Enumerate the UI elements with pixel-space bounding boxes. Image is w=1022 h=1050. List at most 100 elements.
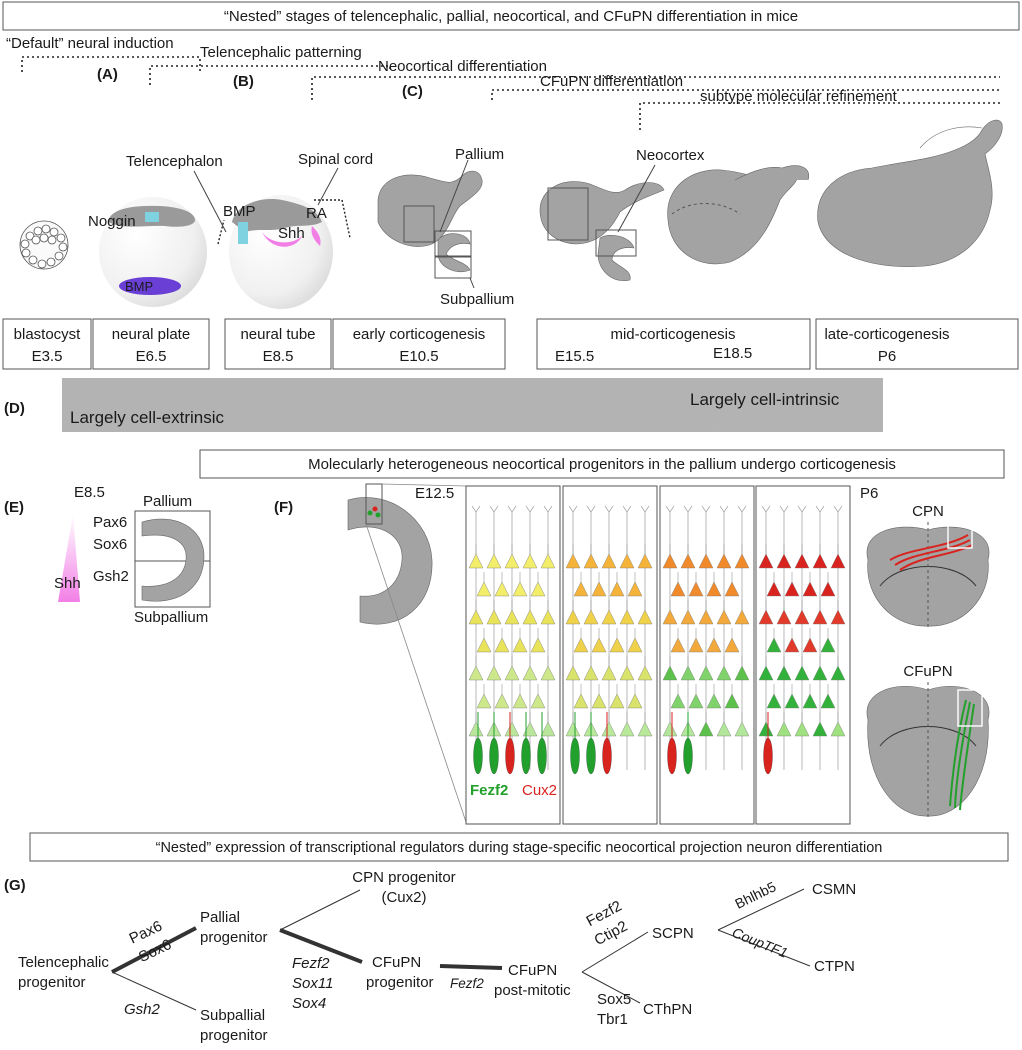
stage-name-3: early corticogenesis — [353, 326, 486, 343]
tree-fezf2-b: Fezf2 — [450, 976, 484, 991]
extrinsic-label: Largely cell-extrinsic — [70, 408, 224, 427]
intrinsic-wedge — [210, 378, 883, 432]
header-title: “Nested” stages of telencephalic, pallia… — [224, 8, 798, 25]
tree-sox11: Sox11 — [292, 975, 333, 992]
tree-subpallial-2: progenitor — [200, 1027, 268, 1044]
stage-boxes — [2, 318, 1019, 370]
stage-age-3: E10.5 — [399, 348, 438, 365]
bmp-tube-label: BMP — [223, 203, 256, 220]
panel-e-pallium: Pallium — [143, 493, 192, 510]
cortex-panel — [562, 485, 658, 825]
cux2-label: Cux2 — [522, 782, 557, 799]
bmp-plate-label: BMP — [125, 279, 153, 294]
label-d: (D) — [4, 400, 25, 417]
label-c: (C) — [402, 83, 423, 100]
zoom-line-1 — [365, 523, 467, 823]
panel-f-p6: P6 — [860, 485, 878, 502]
e15-boxes — [547, 187, 637, 257]
neural-tube-embryo — [217, 195, 351, 309]
stage-name-0: blastocyst — [14, 326, 82, 343]
tree-cfupn-post-1: CFuPN — [508, 962, 557, 979]
tree-tbr1: Tbr1 — [597, 1011, 628, 1028]
blastocyst-icon — [19, 220, 69, 270]
default-induction-label: “Default” neural induction — [6, 35, 174, 52]
e18-brain — [667, 165, 810, 265]
p6-brain — [817, 119, 1003, 267]
stage-box-mid — [536, 318, 811, 370]
panel-e-age: E8.5 — [74, 484, 105, 501]
panel-f-hemisphere — [347, 497, 433, 625]
panel-e-subpallium: Subpallium — [134, 609, 208, 626]
stage-name-4: mid-corticogenesis — [610, 326, 735, 343]
ra-label: RA — [306, 205, 327, 222]
cortex-panel — [465, 485, 561, 825]
neocortex-label: Neocortex — [636, 147, 705, 164]
tree-cfupn-prog-1: CFuPN — [372, 954, 421, 971]
stage-box-neural-tube — [224, 318, 332, 370]
panel-e-shh: Shh — [54, 575, 81, 592]
neural-plate-embryo — [99, 197, 207, 307]
intrinsic-label: Largely cell-intrinsic — [690, 390, 840, 409]
tree-edges — [111, 888, 811, 1011]
cfupn-section — [866, 682, 990, 818]
tree-cpn-prog-2: (Cux2) — [381, 889, 426, 906]
subtype-refinement-label: subtype molecular refinement — [700, 88, 898, 105]
stage-age-4: E15.5 — [555, 348, 594, 365]
cortex-panels — [465, 485, 851, 825]
tree-gsh2: Gsh2 — [124, 1001, 161, 1018]
shh-gradient-wedge — [58, 514, 80, 602]
spinal-cord-pointer — [317, 167, 339, 206]
noggin-label: Noggin — [88, 213, 136, 230]
cpn-section — [866, 521, 990, 628]
telencephalon-label: Telencephalon — [126, 153, 223, 170]
tree-telencephalic-2: progenitor — [18, 974, 86, 991]
e10-boxes — [403, 205, 472, 279]
stage-age2-4: E18.5 — [713, 345, 752, 362]
e18-dashed — [671, 203, 741, 215]
stage-name-5: late-corticogenesis — [824, 326, 949, 343]
panel-e-box-bottom — [134, 560, 211, 608]
tree-cfupn-prog-2: progenitor — [366, 974, 434, 991]
stage-box-blastocyst — [2, 318, 92, 370]
tree-subpallial-1: Subpallial — [200, 1007, 265, 1024]
stage-age-0: E3.5 — [32, 348, 63, 365]
cfupn-label: CFuPN — [903, 663, 952, 680]
section2-title: Molecularly heterogeneous neocortical pr… — [308, 456, 896, 473]
tree-telencephalic-1: Telencephalic — [18, 954, 109, 971]
tree-couptf1: CoupTF1 — [730, 924, 790, 961]
stage-box-late — [815, 318, 1019, 370]
spinal-cord-label: Spinal cord — [298, 151, 373, 168]
extrinsic-wedge — [62, 378, 720, 432]
telencephalon-pointer — [193, 170, 227, 233]
label-e: (E) — [4, 499, 24, 516]
cortex-panel — [755, 485, 851, 825]
section3-box — [29, 832, 1009, 862]
cfupn-diff-label: CFuPN differentiation — [540, 73, 683, 90]
fezf2-label: Fezf2 — [470, 782, 508, 799]
stage-box-neural-plate — [92, 318, 210, 370]
tree-cthpn: CThPN — [643, 1001, 692, 1018]
tel-patterning-label: Telencephalic patterning — [200, 44, 362, 61]
neocortical-diff-label: Neocortical differentiation — [378, 58, 547, 75]
tree-pallial-2: progenitor — [200, 929, 268, 946]
stage-age-5: P6 — [878, 348, 896, 365]
tree-ctpn: CTPN — [814, 958, 855, 975]
subpallium-label: Subpallium — [440, 291, 514, 308]
stage-name-2: neural tube — [240, 326, 315, 343]
neocortex-pointer — [617, 164, 656, 233]
panel-e-shape — [141, 518, 205, 602]
section3-title: “Nested” expression of transcriptional r… — [156, 840, 883, 856]
cortex-panel — [659, 485, 755, 825]
e15-brain — [539, 181, 665, 281]
tree-csmn: CSMN — [812, 881, 856, 898]
panel-f-zoom-box — [365, 483, 383, 525]
tree-sox5: Sox5 — [597, 991, 631, 1008]
pallium-pointer — [439, 159, 469, 233]
label-a: (A) — [97, 66, 118, 83]
panel-f-age: E12.5 — [415, 485, 454, 502]
header-box — [2, 1, 1020, 31]
stage-age-2: E8.5 — [263, 348, 294, 365]
tree-scpn: SCPN — [652, 925, 694, 942]
